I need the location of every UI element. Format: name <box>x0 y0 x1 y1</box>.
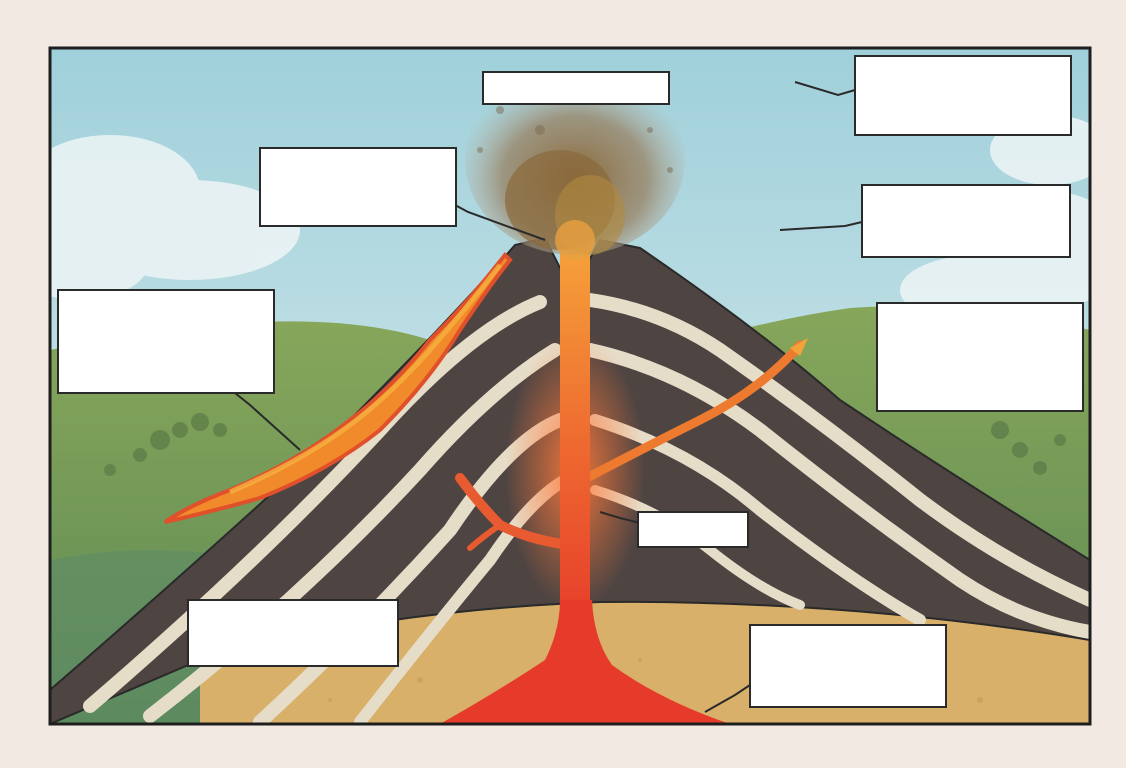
label-box-upper-right[interactable] <box>855 56 1071 135</box>
label-box-crater[interactable] <box>260 148 456 226</box>
label-box-side-vent[interactable] <box>877 303 1083 411</box>
label-box-magma-chamber[interactable] <box>750 625 946 707</box>
label-box-right-vent[interactable] <box>862 185 1070 257</box>
main-vent <box>560 245 590 640</box>
label-box-rock-layers[interactable] <box>188 600 398 666</box>
label-box-lava-flow[interactable] <box>58 290 274 393</box>
label-box-central-vent[interactable] <box>638 512 748 547</box>
label-box-eruption-cloud[interactable] <box>483 72 669 104</box>
